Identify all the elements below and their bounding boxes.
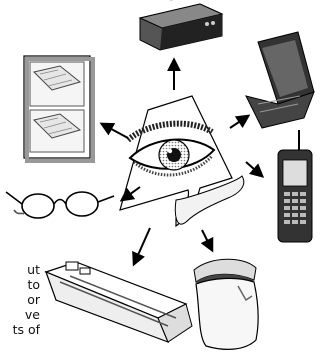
arrow-down-left bbox=[134, 228, 150, 264]
mobile-phone-illustration bbox=[278, 130, 312, 242]
window-illustration bbox=[24, 56, 93, 161]
cut-off-caption-text: ut to or ve ts of bbox=[0, 262, 40, 355]
caption-line-2: to bbox=[0, 277, 40, 292]
caption-line-3: or bbox=[0, 292, 40, 307]
eye-highlight bbox=[168, 149, 172, 153]
caption-line-1: ut bbox=[0, 262, 40, 277]
arrow-down bbox=[202, 230, 212, 250]
caption-line-4: ve bbox=[0, 307, 40, 322]
arrow-down-right bbox=[246, 162, 262, 176]
laptop-illustration bbox=[246, 32, 314, 128]
light-fixture-illustration bbox=[46, 262, 192, 342]
caption-line-5: ts of bbox=[0, 322, 40, 337]
arrow-up-left bbox=[102, 124, 128, 138]
eyeglasses-illustration bbox=[6, 192, 114, 218]
face-shield-illustration bbox=[194, 259, 258, 349]
eye-page-illustration bbox=[120, 96, 244, 226]
arrow-up-right bbox=[230, 116, 248, 128]
alarm-clock-radio-illustration bbox=[140, 0, 222, 50]
